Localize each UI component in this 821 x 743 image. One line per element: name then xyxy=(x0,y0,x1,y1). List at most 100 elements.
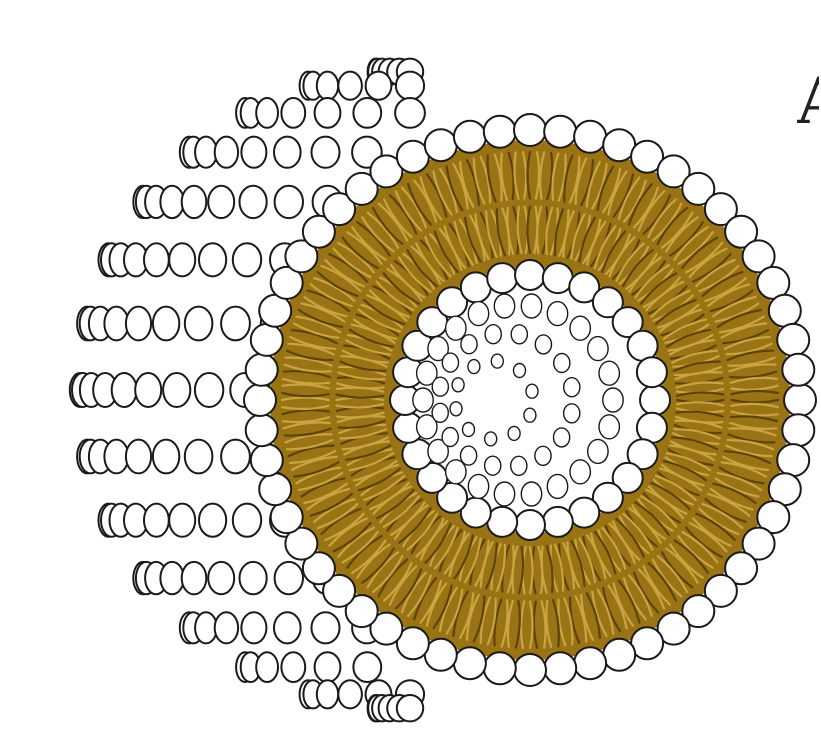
lumen-head xyxy=(514,364,526,378)
outer-head xyxy=(777,324,809,356)
shell-head xyxy=(182,562,207,594)
shell-head xyxy=(240,186,267,218)
outer-head xyxy=(782,354,814,386)
lumen-head xyxy=(468,302,488,326)
shell-head xyxy=(353,652,381,682)
lumen-head xyxy=(442,428,458,447)
shell-head xyxy=(215,612,238,643)
shell-head xyxy=(315,98,341,128)
lumen-head xyxy=(535,446,551,465)
shell-head xyxy=(241,612,266,643)
shell-head xyxy=(169,504,195,537)
outer-head xyxy=(574,121,606,153)
lumen-head xyxy=(461,335,477,354)
inner-head xyxy=(637,357,667,387)
lumen-head xyxy=(603,388,623,412)
lumen-head xyxy=(432,377,448,396)
shell-head xyxy=(104,440,128,474)
shell-head xyxy=(256,652,278,682)
shell-head xyxy=(275,562,303,594)
shell-head xyxy=(366,72,392,100)
outer-head xyxy=(259,473,291,505)
lumen-head xyxy=(599,361,619,385)
lumen-head xyxy=(450,402,462,416)
shell-head xyxy=(144,243,169,276)
shell-head xyxy=(397,695,423,721)
inner-head xyxy=(640,385,670,415)
lumen-head xyxy=(494,294,514,318)
outer-head xyxy=(777,444,809,476)
shell-head xyxy=(153,440,179,474)
lumen-head xyxy=(570,316,590,340)
lumen-head xyxy=(485,456,501,475)
shell-head xyxy=(160,562,183,594)
lumen-head xyxy=(570,460,590,484)
lumen-head xyxy=(599,415,619,439)
outer-head xyxy=(246,354,278,386)
outer-head xyxy=(484,652,516,684)
outer-head xyxy=(544,652,576,684)
lumen-head xyxy=(468,474,488,498)
lumen-head xyxy=(535,335,551,354)
shell-head xyxy=(281,652,305,682)
lumen-head xyxy=(521,482,541,506)
shell-head xyxy=(185,440,213,474)
outer-head xyxy=(603,639,635,671)
shell-head xyxy=(153,307,179,341)
shell-head xyxy=(233,243,261,276)
shell-head xyxy=(317,72,338,100)
outer-head xyxy=(544,116,576,148)
lumen-head xyxy=(463,423,475,437)
shell-head xyxy=(353,98,381,128)
shell-head xyxy=(169,243,195,276)
shell-head xyxy=(274,137,301,168)
shell-head xyxy=(396,72,424,100)
lumen-head xyxy=(588,439,608,463)
lumen-head xyxy=(442,353,458,372)
outer-head xyxy=(514,654,546,686)
outer-head xyxy=(574,647,606,679)
lumen-head xyxy=(547,302,567,326)
inner-head xyxy=(515,510,545,540)
shell-head xyxy=(317,680,338,708)
inner-head xyxy=(487,263,517,293)
lumen-head xyxy=(452,378,464,392)
lumen-head xyxy=(494,482,514,506)
outer-head xyxy=(782,414,814,446)
lumen-head xyxy=(485,325,501,344)
lumen-head xyxy=(526,384,538,398)
shell-head xyxy=(256,98,278,128)
outer-head xyxy=(454,121,486,153)
shell-head xyxy=(135,373,161,407)
shell-head xyxy=(233,504,261,537)
shell-head xyxy=(275,186,303,218)
shell-head xyxy=(338,680,362,708)
lumen-head xyxy=(554,354,570,373)
shell-head xyxy=(185,307,213,341)
shell-head xyxy=(126,440,151,474)
shell-head xyxy=(281,98,305,128)
edge-label: A xyxy=(797,70,819,134)
outer-head xyxy=(244,384,276,416)
shell-head xyxy=(338,72,362,100)
shell-head xyxy=(395,98,425,128)
lumen-head xyxy=(564,378,580,397)
shell-head xyxy=(274,612,301,643)
outer-head xyxy=(251,444,283,476)
shell-head xyxy=(312,612,340,643)
lumen-head xyxy=(485,432,497,446)
lumen-head xyxy=(554,428,570,447)
shell-head xyxy=(160,186,183,218)
lumen-head xyxy=(588,337,608,361)
shell-head xyxy=(199,243,226,276)
lumen-head xyxy=(511,456,527,475)
outer-head xyxy=(784,384,816,416)
outer-head xyxy=(425,129,457,161)
shell-head xyxy=(215,137,238,168)
shell-head xyxy=(208,562,234,594)
shell-head xyxy=(195,612,217,643)
lumen-head xyxy=(468,360,480,374)
shell-head xyxy=(312,137,340,168)
lumen-head xyxy=(511,325,527,344)
